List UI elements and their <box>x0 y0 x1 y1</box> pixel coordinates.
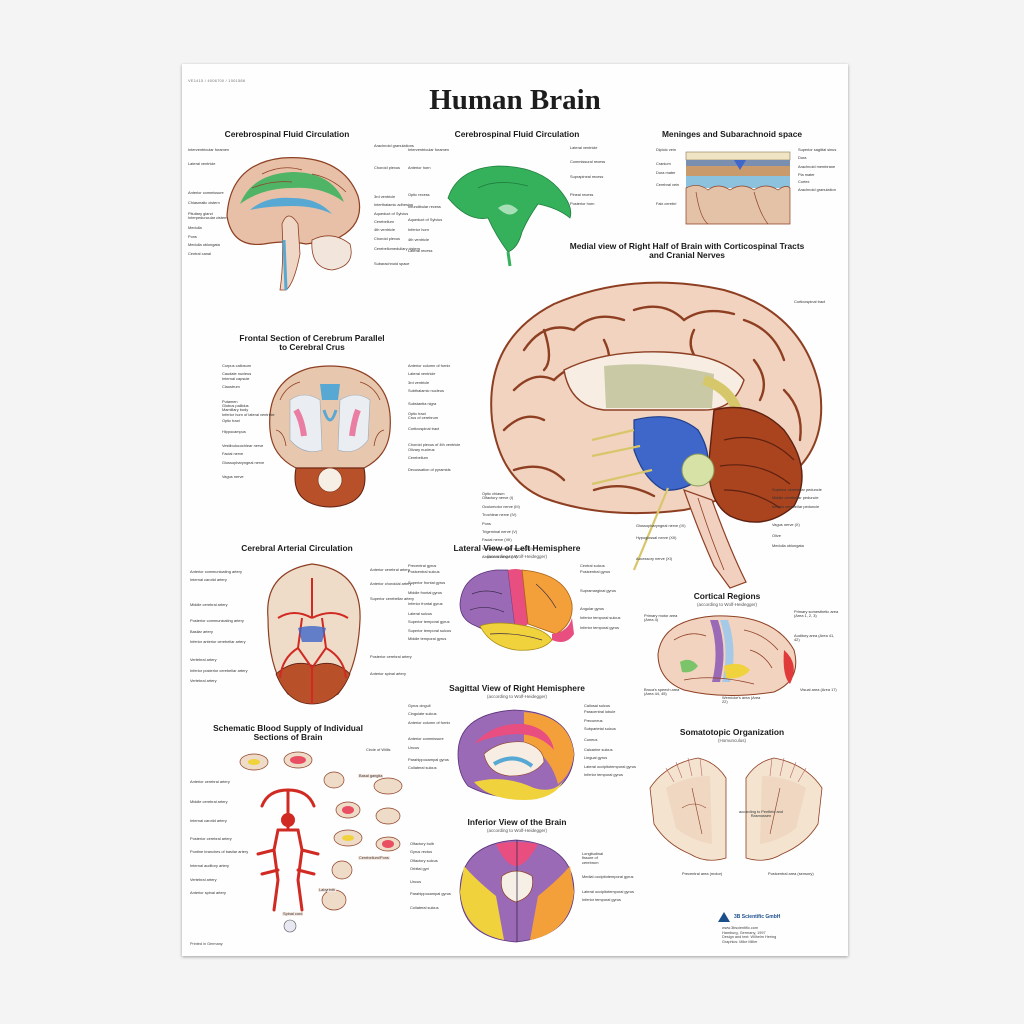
label-postcentral-area: Postcentral area (sensory) <box>768 871 814 876</box>
label-precentral-area: Precentral area (motor) <box>682 871 723 876</box>
label-spinal-cord: Spinal cord <box>282 911 304 917</box>
product-code: VE1415 / 4006700 / 1001586 <box>188 78 246 83</box>
frontal-section-illustration <box>269 365 391 508</box>
label-primary-somesthetic-area: Primary somesthetic area (Area 1, 2, 3) <box>794 609 839 619</box>
cortical-regions-illustration <box>657 615 797 697</box>
publisher-logo-icon <box>718 912 730 922</box>
anatomy-poster: VE1415 / 4006700 / 1001586 Human Brain C… <box>182 64 848 956</box>
label-brocas-area: Broca's speech area (Area 44, 45) <box>644 687 680 697</box>
poster-title: Human Brain <box>429 84 601 116</box>
section-title-arterial: Cerebral Arterial Circulation <box>241 543 353 553</box>
label-labyrinth: Labyrinth <box>318 887 337 893</box>
label-auditory-area: Auditory area (Area 41, 42) <box>794 633 835 643</box>
section-title-meninges: Meninges and Subarachnoid space <box>661 129 803 139</box>
publisher-brand: 3B Scientific GmbH <box>734 914 781 920</box>
label-primary-motor-area: Primary motor area (Area 4) <box>644 613 678 623</box>
label-cerebellum-pons: Cerebellum/Pons <box>358 855 390 861</box>
section-title-inferior: Inferior View of the Brain <box>467 817 567 827</box>
csf1-illustration <box>226 157 361 291</box>
section-title-medial: Medial view of Right Half of Brain with … <box>569 241 805 260</box>
label-basal-ganglia: Basal ganglia <box>358 773 384 779</box>
csf2-ventricles-illustration <box>447 165 572 267</box>
label-corticospinal-tract: Corticospinal tract <box>794 299 826 304</box>
inferior-view-illustration <box>459 839 575 943</box>
label-wernickes-area: Wernicke's area (Area 22) <box>722 695 761 705</box>
sagittal-subtitle: (according to Wolf-Heidegger) <box>487 694 547 699</box>
lateral-subtitle: (according to Wolf-Heidegger) <box>487 554 547 559</box>
sagittal-hemisphere-illustration <box>457 709 575 800</box>
label-circle-of-willis: Circle of Willis <box>366 747 391 752</box>
inferior-subtitle: (according to Wolf-Heidegger) <box>487 828 547 833</box>
somatotopic-homunculus-illustration <box>649 757 823 861</box>
arterial-illustration <box>267 563 361 705</box>
label-penfield-rasmussen: according to Penfield and Rasmussen <box>739 809 783 819</box>
section-title-somatotopic: Somatotopic Organization <box>679 727 785 737</box>
labels-medial-lower: Glossopharyngeal nerve (IX)Hypoglossal n… <box>636 523 686 561</box>
label-visual-area: Visual area (Area 17) <box>800 687 837 692</box>
medial-brain-illustration <box>490 281 823 589</box>
lateral-hemisphere-illustration <box>459 569 574 651</box>
meninges-illustration <box>685 151 791 225</box>
cortical-subtitle: (according to Wolf-Heidegger) <box>697 602 757 607</box>
schematic-blood-supply-illustration <box>239 751 403 933</box>
section-title-csf1: Cerebrospinal Fluid Circulation <box>224 129 350 139</box>
section-title-sagittal: Sagittal View of Right Hemisphere <box>449 683 585 693</box>
somatotopic-subtitle: (Homunculus) <box>717 738 746 743</box>
section-title-lateral: Lateral View of Left Hemisphere <box>453 543 581 553</box>
section-title-cortical: Cortical Regions <box>693 591 761 601</box>
section-title-csf2: Cerebrospinal Fluid Circulation <box>454 129 580 139</box>
print-note: Printed in Germany <box>190 942 223 946</box>
